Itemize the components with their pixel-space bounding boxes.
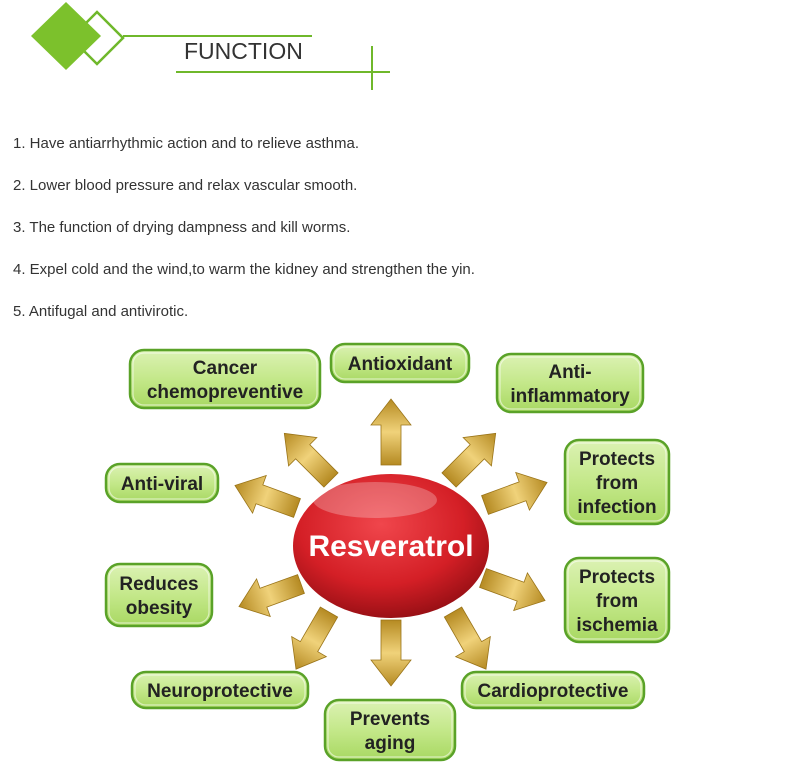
benefit-box-shape xyxy=(329,342,471,384)
benefit-box: Cardioprotective xyxy=(460,670,646,710)
list-item: 5. Antifugal and antivirotic. xyxy=(13,303,189,320)
benefit-box-shape xyxy=(460,670,646,710)
benefit-box: Anti-viral xyxy=(104,462,220,504)
benefit-label: from xyxy=(596,473,638,494)
arrow-icon xyxy=(443,606,491,670)
list-item: 4. Expel cold and the wind,to warm the k… xyxy=(13,261,475,278)
benefit-label: Neuroprotective xyxy=(147,681,293,702)
arrow-icon xyxy=(370,398,412,466)
arrow-icon xyxy=(441,432,497,488)
list-item: 1. Have antiarrhythmic action and to rel… xyxy=(13,135,360,152)
benefit-box-inner-border xyxy=(567,442,667,522)
benefit-box-shape xyxy=(563,438,671,526)
function-list: 1. Have antiarrhythmic action and to rel… xyxy=(13,134,475,344)
benefit-label: Reduces xyxy=(119,574,198,595)
benefit-box-inner-border xyxy=(108,566,210,624)
benefit-box: Protects from infection xyxy=(563,438,671,526)
benefit-box: Neuroprotective xyxy=(130,670,310,710)
benefit-box-inner-border xyxy=(327,702,453,758)
benefit-box-inner-border xyxy=(499,356,641,410)
benefit-box-inner-border xyxy=(108,466,216,500)
benefit-box-shape xyxy=(495,352,645,414)
benefit-boxes: Cancer chemopreventive Antioxidant Anti-inf… xyxy=(104,342,671,762)
benefit-box-inner-border xyxy=(567,560,667,640)
benefit-box-shape xyxy=(563,556,671,644)
benefit-label: chemopreventive xyxy=(147,382,303,403)
benefit-box: Anti-inflammatory xyxy=(495,352,645,414)
benefit-box-inner-border xyxy=(333,346,467,380)
benefit-label: infection xyxy=(577,497,656,518)
benefit-box-shape xyxy=(130,670,310,710)
benefit-label: Antioxidant xyxy=(348,354,453,375)
benefit-label: Protects xyxy=(579,449,655,470)
section-header: FUNCTION xyxy=(0,0,400,100)
benefit-label: Cardioprotective xyxy=(478,681,629,702)
benefit-label: aging xyxy=(365,733,416,754)
arrow-icon xyxy=(238,574,305,618)
benefit-box-inner-border xyxy=(134,674,306,706)
benefit-box: Cancer chemopreventive xyxy=(128,348,322,410)
benefit-box-inner-border xyxy=(464,674,642,706)
benefit-box: Antioxidant xyxy=(329,342,471,384)
green-diamond-icon xyxy=(31,2,101,70)
benefit-box-shape xyxy=(104,462,220,504)
benefit-box-inner-border xyxy=(132,352,318,406)
benefit-box-shape xyxy=(104,562,214,628)
benefit-label: inflammatory xyxy=(510,386,630,407)
red-capsule-shape xyxy=(293,474,489,618)
benefit-label: Prevents xyxy=(350,709,430,730)
capsule-highlight xyxy=(313,482,437,518)
arrow-icon xyxy=(234,474,301,518)
header-decoration xyxy=(31,2,390,90)
resveratrol-center: Resveratrol xyxy=(293,474,489,618)
benefit-label: obesity xyxy=(126,598,193,619)
benefit-label: Protects xyxy=(579,567,655,588)
benefit-label: Cancer xyxy=(193,358,258,379)
arrow-icon xyxy=(370,619,412,687)
center-label: Resveratrol xyxy=(308,530,473,563)
benefit-label: ischemia xyxy=(576,615,658,636)
list-item: 3. The function of drying dampness and k… xyxy=(13,219,351,236)
benefit-box: Protects from ischemia xyxy=(563,556,671,644)
benefit-label: from xyxy=(596,591,638,612)
resveratrol-diagram: Resveratrol Cancer chemopreventive Antioxi… xyxy=(104,342,671,762)
benefit-box: Prevents aging xyxy=(323,698,457,762)
arrow-icon xyxy=(479,568,546,612)
benefit-label: Anti- xyxy=(548,362,591,383)
arrow-icon xyxy=(481,471,548,515)
arrow-icon xyxy=(291,606,339,670)
benefit-box-shape xyxy=(323,698,457,762)
arrows-layer xyxy=(234,398,548,687)
section-title: FUNCTION xyxy=(184,38,303,64)
list-item: 2. Lower blood pressure and relax vascul… xyxy=(13,177,358,194)
benefit-box-shape xyxy=(128,348,322,410)
arrow-icon xyxy=(283,432,339,488)
benefit-label: Anti-viral xyxy=(121,474,203,495)
benefit-box: Reduces obesity xyxy=(104,562,214,628)
